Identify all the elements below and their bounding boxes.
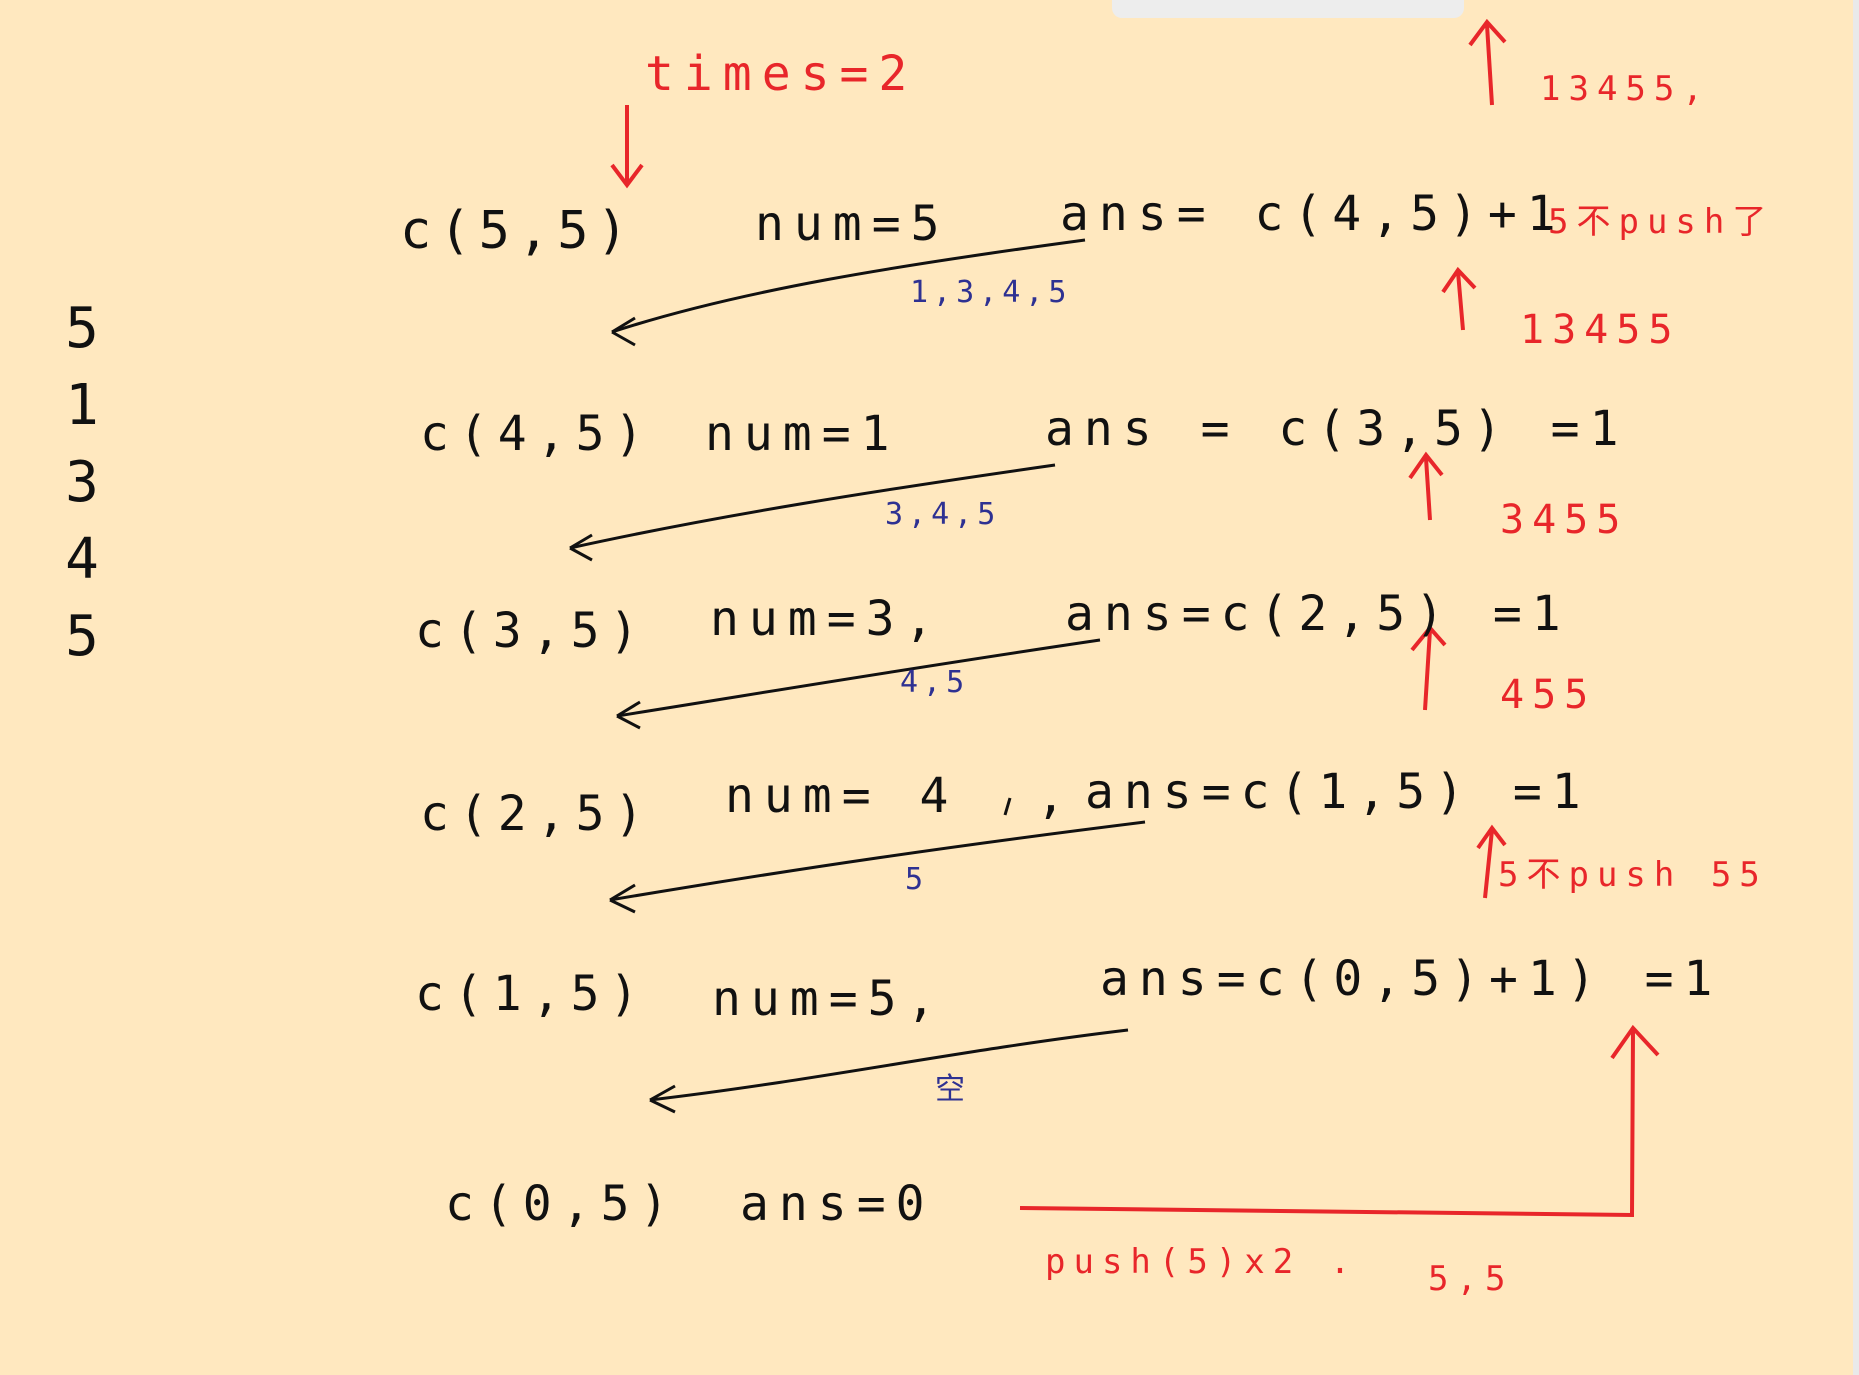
return-arrow-5 [649, 1028, 1129, 1102]
blue-values: 5 [905, 862, 929, 897]
scroll-edge [1853, 0, 1859, 1375]
side-seq-item: 5 [65, 296, 99, 361]
side-sequence: 5 1 3 4 5 [52, 296, 112, 669]
red-sequence: 3455 [1500, 497, 1629, 543]
up-arrow-icon [1468, 18, 1507, 106]
call-label: c(2,5) [420, 786, 654, 842]
ans-label: ans=c(2,5) =1 [1065, 586, 1571, 642]
bottom-note: push(5)x2 . [1045, 1242, 1359, 1282]
ans-label: ans=c(0,5)+1) =1 [1100, 951, 1723, 1007]
ans-label: ans=c(1,5) =1 [1085, 764, 1591, 820]
num-label: num=5 [755, 196, 950, 252]
call-label: c(4,5) [420, 406, 654, 462]
blue-values: 3,4,5 [885, 497, 1001, 532]
num-label: num= 4 , [725, 768, 1076, 824]
ans-label: ans=0 [740, 1176, 935, 1232]
num-label: num=5, [712, 971, 946, 1027]
call-label: c(1,5) [415, 966, 649, 1022]
tick-mark [1003, 797, 1012, 816]
call-label: c(3,5) [415, 603, 649, 659]
call-label: c(0,5) [445, 1176, 679, 1232]
up-arrow-icon [1441, 266, 1477, 331]
side-seq-item: 1 [65, 373, 99, 438]
red-sequence: 13455 [1520, 307, 1681, 353]
down-arrow-icon [610, 105, 644, 189]
blue-values: 1,3,4,5 [910, 275, 1072, 310]
return-arrow-2 [569, 463, 1056, 550]
side-seq-item: 5 [65, 604, 99, 669]
side-seq-item: 3 [65, 450, 99, 515]
blue-values: 空 [935, 1072, 970, 1107]
num-label: num=3, [710, 591, 944, 647]
window-top-tab [1112, 0, 1464, 18]
up-arrow-icon [1019, 1024, 1660, 1218]
return-arrow-1 [611, 238, 1086, 334]
times-label: times=2 [645, 46, 918, 102]
up-arrow-icon [1408, 451, 1444, 521]
num-label: num=1 [705, 406, 900, 462]
up-arrow-icon [1410, 624, 1447, 711]
ans-label: ans = c(3,5) =1 [1045, 401, 1629, 457]
blue-values: 4,5 [900, 665, 970, 700]
ans-label: ans= c(4,5)+1 [1060, 186, 1566, 242]
top-right-note: 13455, [1540, 69, 1711, 109]
up-arrow-icon [1476, 824, 1507, 899]
return-arrow-4 [609, 820, 1146, 902]
side-seq-item: 4 [65, 527, 99, 592]
red-sequence: 455 [1500, 672, 1597, 718]
call-label: c(5,5) [400, 201, 636, 261]
red-note: 5不push了 [1548, 202, 1775, 242]
red-note: 5不push 55 [1498, 855, 1768, 895]
bottom-values: 5,5 [1428, 1259, 1514, 1299]
return-arrow-3 [616, 638, 1101, 718]
